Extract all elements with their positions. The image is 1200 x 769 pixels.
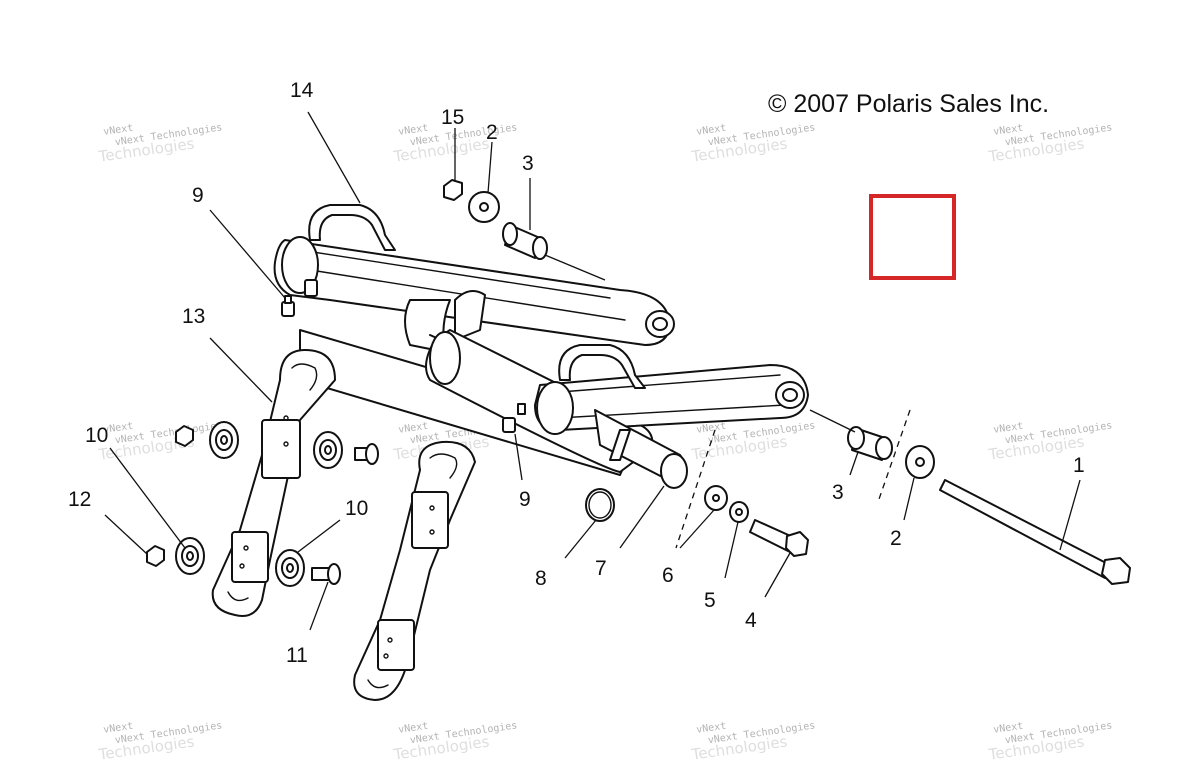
callout-10-left: 10 [85, 424, 108, 447]
callout-10-right: 10 [345, 497, 368, 520]
svg-text:vNext: vNext [398, 123, 429, 138]
pin-11-lower [311, 563, 341, 585]
callout-9-upper: 9 [192, 184, 204, 207]
callout-14: 14 [290, 79, 314, 102]
nut-15 [443, 179, 463, 201]
flange-bushing-10-c [175, 537, 205, 575]
bushing-3-right [847, 426, 893, 461]
svg-text:vNext: vNext [398, 421, 429, 436]
bolt-4 [749, 519, 809, 557]
link-13-right [353, 440, 476, 701]
svg-text:vNext: vNext [696, 421, 727, 436]
bushing-3-top [502, 222, 548, 260]
callout-5: 5 [704, 589, 716, 612]
washer-5 [729, 501, 749, 523]
o-ring-8 [585, 488, 615, 522]
callout-7: 7 [595, 557, 607, 580]
callout-11: 11 [286, 644, 308, 667]
svg-text:vNext: vNext [696, 721, 727, 736]
svg-text:vNext: vNext [993, 421, 1024, 436]
watermark: vNext vNext Technologies Technologies [690, 720, 817, 763]
link-13-left [211, 349, 336, 617]
callout-13: 13 [182, 305, 205, 328]
highlight-box [869, 194, 956, 280]
svg-text:vNext: vNext [103, 421, 134, 436]
flange-bushing-10-b [313, 431, 343, 469]
lower-swing-arm [299, 290, 809, 489]
callout-1: 1 [1073, 454, 1085, 477]
watermark: vNext vNext Technologies Technologies [987, 720, 1114, 763]
callout-15: 15 [441, 106, 464, 129]
pin-11-upper [354, 443, 379, 465]
callouts: 14 15 2 3 9 13 10 12 10 11 9 8 7 6 5 4 3… [68, 79, 1085, 667]
washer-2-top [468, 191, 500, 223]
flange-bushing-10-d [275, 549, 305, 587]
flange-bushing-10-a [209, 421, 239, 459]
svg-text:vNext: vNext [103, 721, 134, 736]
nut-12-lower [146, 545, 165, 567]
callout-2-right: 2 [890, 527, 902, 550]
washer-2-right [905, 445, 935, 479]
watermark: vNext vNext Technologies Technologies [987, 122, 1114, 165]
watermark: vNext vNext Technologies Technologies [392, 720, 519, 763]
callout-2-top: 2 [486, 121, 498, 144]
svg-text:vNext: vNext [103, 123, 134, 138]
callout-4: 4 [745, 609, 757, 632]
svg-text:vNext: vNext [993, 123, 1024, 138]
leader-lines [104, 111, 1081, 631]
svg-text:vNext: vNext [398, 721, 429, 736]
callout-3-top: 3 [522, 152, 534, 175]
copyright-text: © 2007 Polaris Sales Inc. [768, 90, 1049, 118]
watermark: vNext vNext Technologies Technologies [97, 720, 224, 763]
callout-12: 12 [68, 488, 91, 511]
callout-3-right: 3 [832, 481, 844, 504]
watermark: vNext vNext Technologies Technologies [987, 420, 1114, 463]
svg-text:vNext: vNext [993, 721, 1024, 736]
grease-fitting-lower [502, 403, 526, 433]
callout-9-lower: 9 [519, 488, 531, 511]
callout-8: 8 [535, 567, 547, 590]
callout-6: 6 [662, 564, 674, 587]
bolt-1 [939, 479, 1131, 585]
washer-6 [704, 485, 728, 511]
watermark: vNext vNext Technologies Technologies [97, 122, 224, 165]
svg-text:vNext: vNext [696, 123, 727, 138]
grease-fitting-upper [281, 295, 295, 317]
watermark: vNext vNext Technologies Technologies [690, 122, 817, 165]
watermark: vNext vNext Technologies Technologies [97, 420, 224, 463]
nut-12-upper [175, 425, 194, 447]
